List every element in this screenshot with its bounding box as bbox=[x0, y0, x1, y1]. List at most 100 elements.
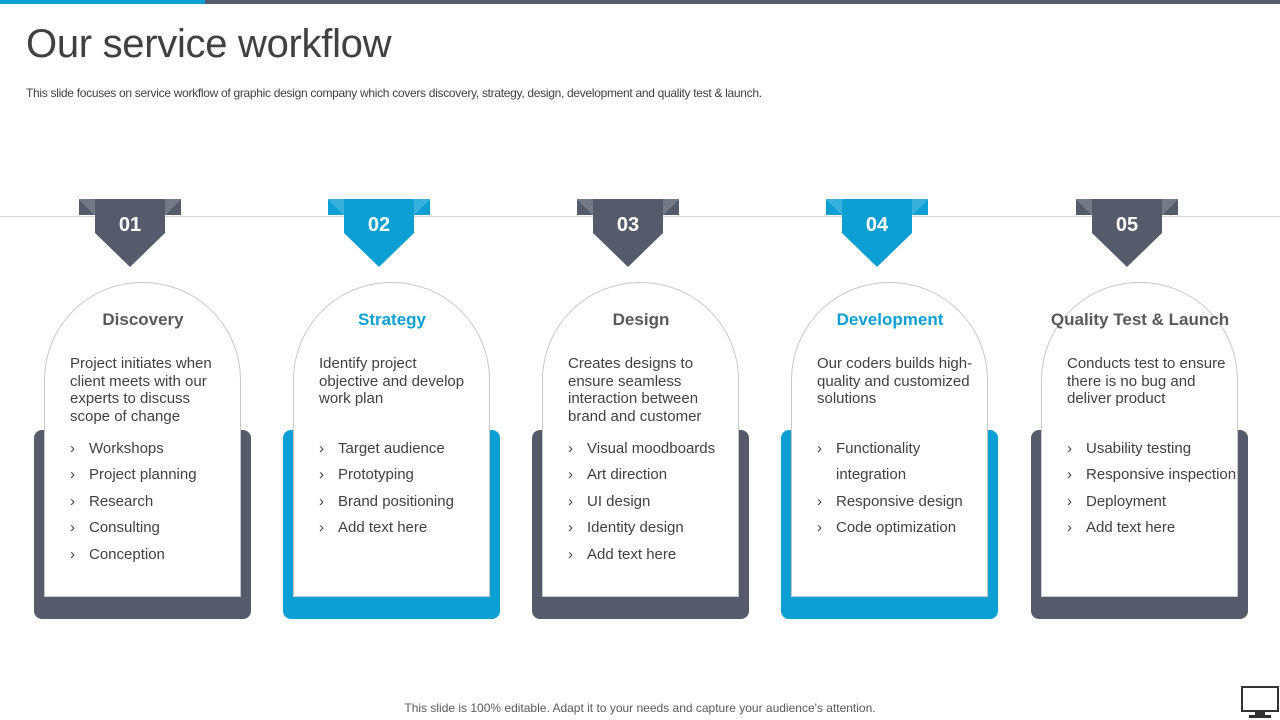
step-list-item-label: Responsive design bbox=[836, 492, 963, 510]
step-list-item: › Consulting bbox=[70, 515, 240, 541]
step-list: › Target audience › Prototyping › Brand posit… bbox=[319, 436, 489, 542]
step-description: Creates designs to ensure seamless inter… bbox=[568, 355, 702, 425]
step-title: Strategy bbox=[357, 310, 427, 329]
chevron-right-icon: › bbox=[568, 466, 573, 484]
step-number-badge bbox=[328, 199, 430, 267]
step-list-item: › Prototyping bbox=[319, 462, 489, 488]
step-number: 05 bbox=[1115, 214, 1139, 236]
page-subtitle: This slide focuses on service workflow o… bbox=[26, 86, 762, 100]
step-list-item: › UI design bbox=[568, 489, 738, 515]
step-number: 01 bbox=[118, 214, 142, 236]
step-description: Identify project objective and develop w… bbox=[319, 355, 465, 407]
chevron-right-icon: › bbox=[319, 466, 324, 484]
chevron-right-icon: › bbox=[319, 492, 324, 510]
step-title: Design bbox=[612, 310, 670, 329]
step-card bbox=[542, 282, 739, 597]
step-list: › Workshops › Project planning › Research › Con… bbox=[70, 436, 240, 568]
step-number-badge bbox=[577, 199, 679, 267]
step-list-item-label: Add text here bbox=[587, 545, 677, 563]
step-list-item: ›Add text here bbox=[319, 515, 489, 541]
step-list-item-label: Identity design bbox=[587, 519, 684, 537]
chevron-right-icon: › bbox=[70, 440, 75, 457]
step-list-item: › Research bbox=[70, 489, 240, 515]
chevron-right-icon: › bbox=[319, 440, 324, 457]
step-list-item: › Workshops bbox=[70, 436, 240, 462]
step-list-item: › Deployment bbox=[1067, 489, 1237, 515]
step-list-item-label: Research bbox=[89, 492, 154, 510]
step-list-item: ›Visual moodboards bbox=[568, 436, 738, 462]
step-number: 04 bbox=[865, 214, 889, 236]
chevron-right-icon: › bbox=[817, 519, 822, 537]
chevron-right-icon: › bbox=[817, 492, 822, 510]
step-list-item: › Add text here bbox=[568, 542, 738, 568]
chevron-right-icon: › bbox=[70, 466, 75, 484]
step-list: › Functionality integration › Responsive de… bbox=[817, 436, 987, 542]
step-list-item-label: Add text here bbox=[1086, 519, 1176, 537]
step-card bbox=[1041, 282, 1238, 597]
chevron-right-icon: › bbox=[1067, 466, 1072, 484]
step-title: Discovery bbox=[102, 310, 184, 329]
chevron-right-icon: › bbox=[1067, 440, 1072, 457]
step-list-item-label: Functionality integration bbox=[836, 440, 921, 484]
top-accent-bar bbox=[0, 0, 1280, 4]
step-description: Project initiates when client meets with… bbox=[70, 355, 212, 425]
step-number-badge bbox=[1076, 199, 1178, 267]
step-list-item-label: Usability testing bbox=[1086, 440, 1192, 457]
step-number-badge bbox=[826, 199, 928, 267]
chevron-right-icon: › bbox=[70, 492, 75, 510]
step-title: Quality Test & Launch bbox=[1050, 310, 1230, 329]
step-list-item: › Code optimization bbox=[817, 515, 987, 541]
step-list-item: › Responsive design bbox=[817, 489, 987, 515]
chevron-right-icon: › bbox=[1067, 519, 1072, 537]
step-list-item-label: Target audience bbox=[338, 440, 445, 457]
chevron-right-icon: › bbox=[568, 545, 573, 563]
step-card bbox=[293, 282, 490, 597]
step-list-item-label: Workshops bbox=[89, 440, 164, 457]
step-list-item-label: Conception bbox=[89, 545, 165, 563]
step-list-item: › Responsive inspection bbox=[1067, 462, 1237, 488]
step-list-item: › Add text here bbox=[1067, 515, 1237, 541]
step-list: › Usability testing › Responsive inspection… bbox=[1067, 436, 1237, 542]
chevron-right-icon: › bbox=[70, 519, 75, 537]
step-number-badge bbox=[79, 199, 181, 267]
step-list-item-label: Code optimization bbox=[836, 519, 957, 537]
chevron-right-icon: › bbox=[568, 492, 573, 510]
step-list-item-label: Add text here bbox=[338, 519, 428, 537]
chevron-right-icon: › bbox=[1067, 492, 1072, 510]
step-list-item: › Project planning bbox=[70, 462, 240, 488]
footer-note: This slide is 100% editable. Adapt it to… bbox=[404, 701, 876, 715]
step-list: ›Visual moodboards›Art direction›UI desi… bbox=[568, 436, 738, 568]
step-list-item-label: Project planning bbox=[89, 466, 197, 484]
step-list-item-label: Prototyping bbox=[338, 466, 414, 484]
page-title: Our service workflow bbox=[26, 22, 392, 66]
step-list-item-label: Responsive inspection bbox=[1086, 466, 1237, 484]
chevron-right-icon: › bbox=[568, 519, 573, 537]
step-list-item-label: Visual moodboards bbox=[587, 440, 716, 457]
step-description: Conducts test to ensure there is no bug … bbox=[1067, 355, 1226, 407]
step-title: Development bbox=[836, 310, 944, 329]
step-number: 03 bbox=[616, 214, 640, 236]
step-list-item: › Conception bbox=[70, 542, 240, 568]
step-list-item-label: Deployment bbox=[1086, 492, 1167, 510]
step-list-item: › Target audience bbox=[319, 436, 489, 462]
step-list-item-label: Art direction bbox=[587, 466, 668, 484]
step-list-item: › Functionality integration bbox=[817, 436, 987, 489]
step-list-item: › Art direction bbox=[568, 462, 738, 488]
step-list-item-label: Consulting bbox=[89, 519, 160, 537]
top-accent-highlight bbox=[0, 0, 205, 4]
step-list-item: › Identity design bbox=[568, 515, 738, 541]
monitor-icon bbox=[1241, 686, 1279, 718]
step-list-item: › Brand positioning bbox=[319, 489, 489, 515]
chevron-right-icon: › bbox=[817, 440, 822, 457]
step-list-item-label: Brand positioning bbox=[338, 492, 454, 510]
step-number: 02 bbox=[367, 214, 391, 236]
step-card bbox=[44, 282, 241, 597]
step-list-item: › Usability testing bbox=[1067, 436, 1237, 462]
step-list-item-label: UI design bbox=[587, 492, 651, 510]
chevron-right-icon: › bbox=[70, 545, 75, 563]
